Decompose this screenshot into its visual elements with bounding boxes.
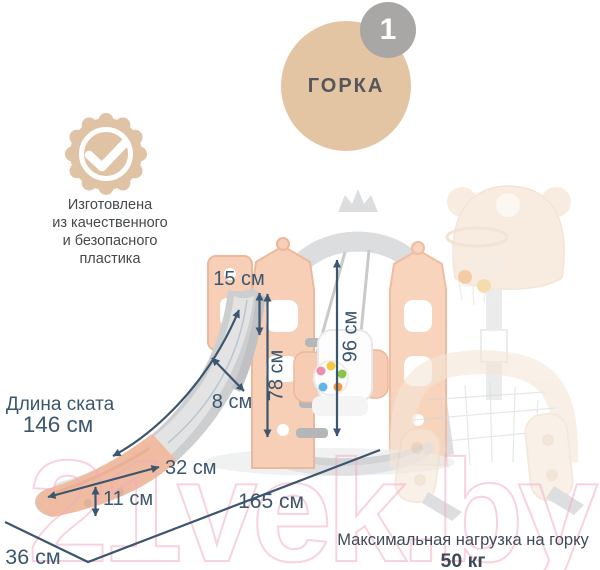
side-wall-arrow (211, 357, 245, 392)
checkmark-icon (84, 138, 130, 172)
slide-length-arrow (112, 309, 241, 457)
dim-ladder-height-label: 78 см (265, 349, 288, 402)
quality-seal-icon (65, 113, 147, 195)
quality-note: Изготовлена из качественного и безопасно… (20, 196, 200, 268)
quality-note-line: пластика (79, 251, 141, 267)
step-number: 1 (379, 13, 397, 46)
quality-note-line: и безопасного (62, 233, 158, 249)
footprint-lines (4, 448, 381, 564)
slide-length-value: 146 см (22, 412, 94, 437)
max-load-label: Максимальная нагрузка на горку (337, 531, 589, 549)
step-badge-title: ГОРКА (307, 74, 385, 97)
basketball-stand (445, 185, 571, 400)
football-goal (389, 349, 584, 521)
max-load-value: 50 кг (440, 550, 486, 570)
quality-note-line: из качественного (52, 215, 168, 231)
quality-note-line: Изготовлена (67, 197, 153, 213)
step-number-badge: 1 (360, 2, 416, 58)
slide-width-arrow (47, 465, 160, 499)
dim-total-depth-label: 36 см (5, 545, 61, 569)
hoop-net (451, 241, 503, 306)
dim-slide-lip-label: 11 см (103, 488, 154, 510)
dim-side-wall-label: 8 см (211, 391, 253, 413)
dim-rail-height-label: 15 см (213, 268, 265, 290)
dim-swing-height-label: 96 см (339, 310, 362, 363)
dim-total-length-label: 165 см (238, 490, 304, 513)
slide-length-caption: Длина ската (5, 394, 115, 415)
step-badge: ГОРКА (281, 21, 411, 151)
dim-slide-width-label: 32 см (165, 457, 217, 479)
